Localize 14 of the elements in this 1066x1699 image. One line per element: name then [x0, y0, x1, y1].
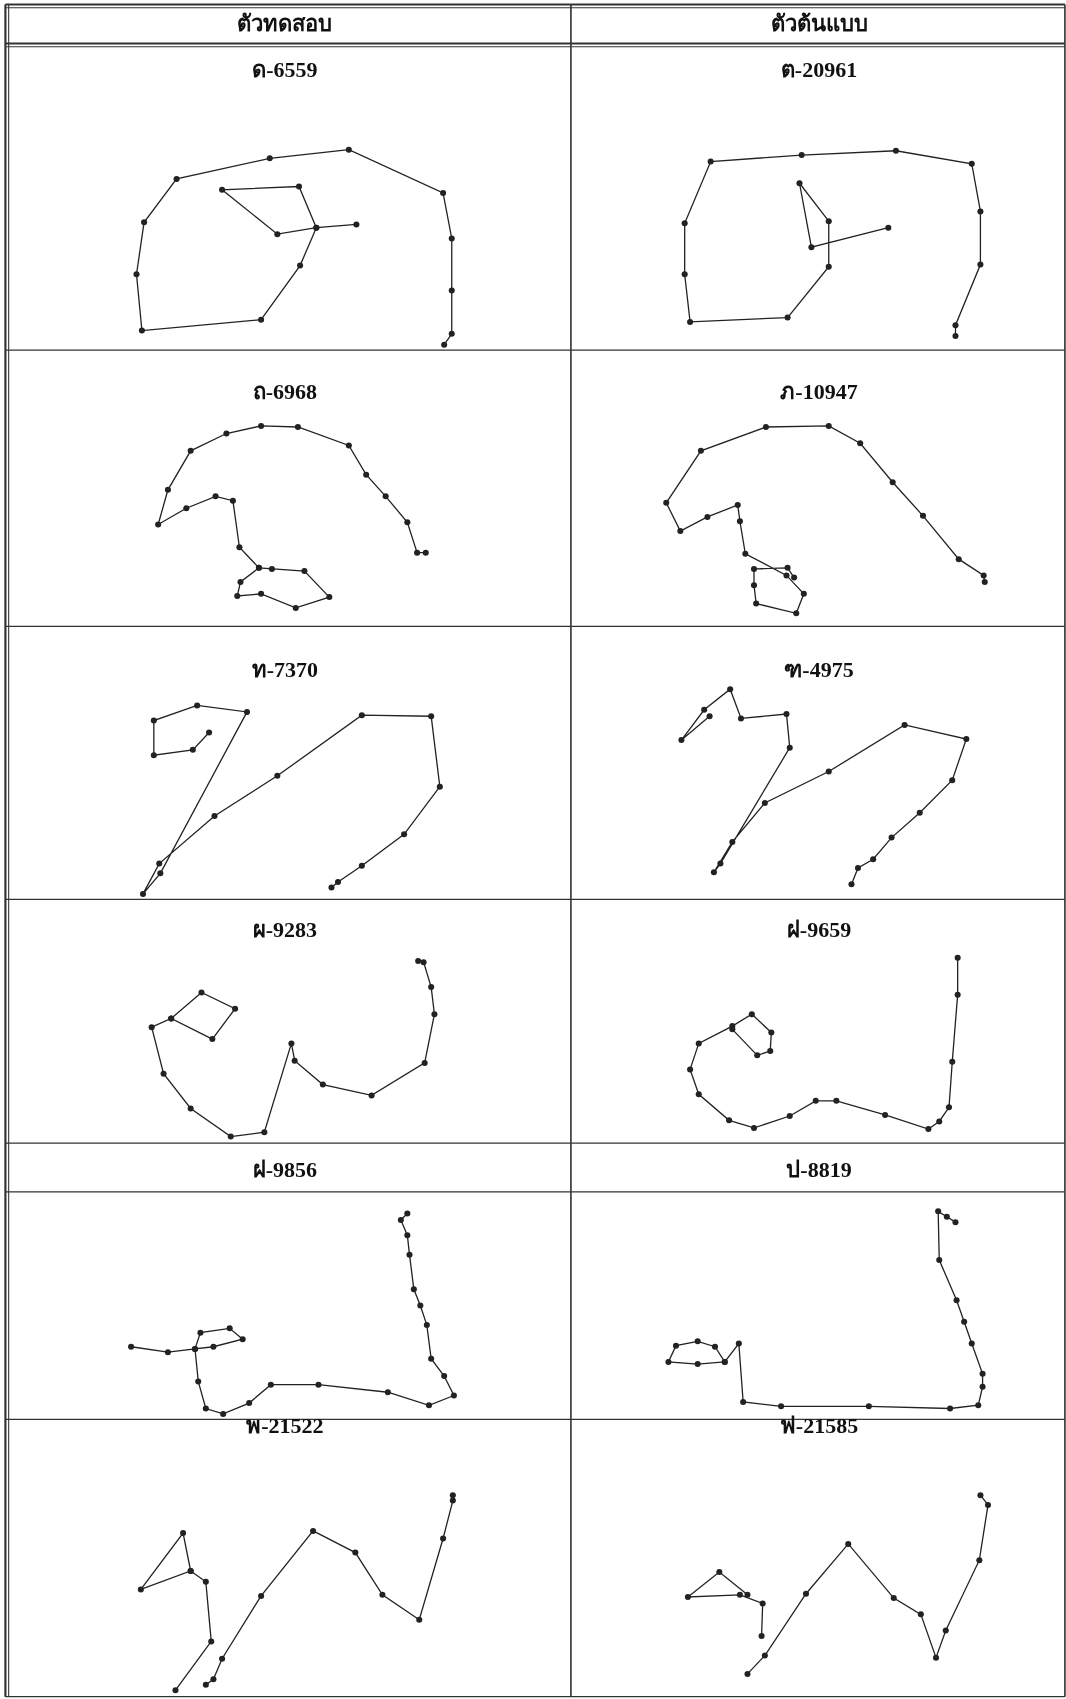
column-header: ตัวต้นแบบ: [769, 10, 869, 37]
character-label: ภ-10947: [779, 379, 859, 406]
character-label: ฑ-4975: [783, 656, 855, 683]
character-label: ด-6559: [251, 57, 319, 84]
character-label: พ-21522: [245, 1412, 325, 1439]
character-label: ต-20961: [779, 57, 859, 84]
character-label: ฟ-21585: [778, 1412, 860, 1439]
character-label: ป-8819: [785, 1157, 853, 1183]
character-label: ฝ-9659: [785, 916, 853, 943]
character-label: ฝ-9856: [251, 1157, 319, 1183]
character-label: ผ-9283: [251, 916, 319, 943]
column-header: ตัวทดสอบ: [236, 10, 334, 37]
character-label: ถ-6968: [251, 379, 319, 406]
character-label: ท-7370: [250, 656, 320, 683]
